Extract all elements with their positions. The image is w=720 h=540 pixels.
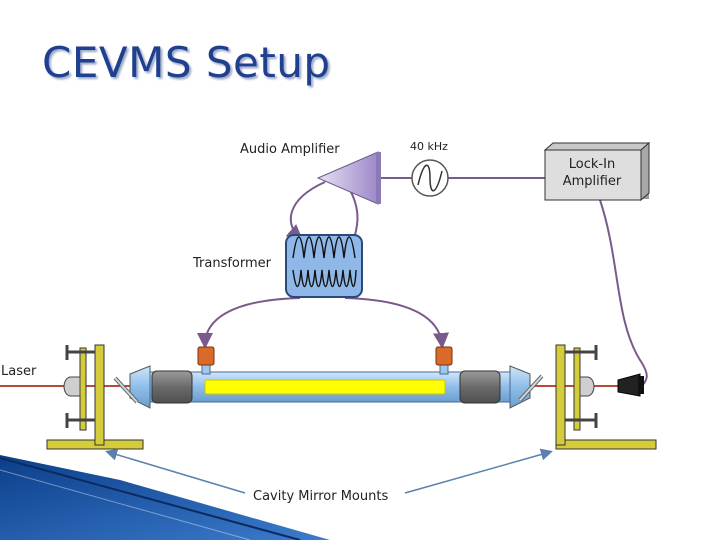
brewster-windows xyxy=(113,374,544,404)
wiring xyxy=(197,177,648,389)
laser-label: Laser xyxy=(1,364,37,379)
oscillator-40khz xyxy=(411,159,449,197)
cavity-mirror-mounts-label: Cavity Mirror Mounts xyxy=(253,489,389,504)
lock-in-amplifier-box xyxy=(543,141,651,202)
right-mirror-mount xyxy=(555,344,657,450)
left-mirror-mount xyxy=(46,344,144,450)
transformer-label: Transformer xyxy=(193,256,272,271)
audio-amplifier-label: Audio Amplifier xyxy=(240,142,340,157)
right-electrode xyxy=(435,346,453,366)
slide-title: CEVMS Setup xyxy=(42,38,331,87)
lock-in-amplifier-label: Lock-In Amplifier xyxy=(548,156,636,190)
frequency-label: 40 kHz xyxy=(410,140,448,153)
discharge-tube xyxy=(129,346,531,409)
lock-in-label-line2: Amplifier xyxy=(562,174,622,189)
left-electrode xyxy=(197,346,215,366)
lock-in-label-line1: Lock-In xyxy=(568,157,616,172)
audio-amplifier xyxy=(316,151,381,205)
photodetector xyxy=(617,373,644,397)
mirror-mount-pointers xyxy=(105,448,553,494)
corner-decoration xyxy=(0,455,330,540)
transformer xyxy=(285,234,363,298)
